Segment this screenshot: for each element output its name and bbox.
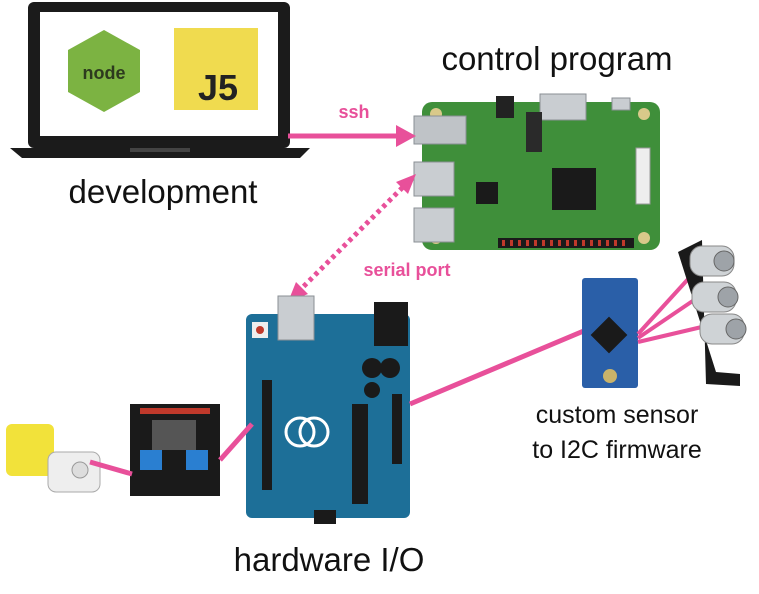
arduino-uno-board (246, 295, 410, 524)
hardware-io-caption: hardware I/O (234, 541, 425, 578)
j5-logo-text: J5 (198, 67, 238, 108)
driver-wire (218, 422, 254, 462)
sensor-caption-line2: to I2C firmware (532, 436, 701, 464)
motor-wire (89, 459, 133, 477)
dc-motor (6, 424, 101, 493)
serial-port-label: serial port (363, 260, 450, 280)
ultrasonic-sensors (678, 240, 747, 386)
control-program-caption: control program (441, 40, 672, 77)
motor-driver-board (130, 404, 220, 496)
gpio-pins (502, 240, 625, 246)
raspberry-pi-board (413, 93, 660, 250)
sensor-caption-line1: custom sensor (536, 401, 699, 429)
i2c-wire (409, 327, 587, 407)
node-logo-text: node (83, 63, 126, 83)
arrow-head-icon (396, 125, 416, 147)
sensor-wire (637, 324, 707, 344)
arrow-head-icon (396, 174, 416, 194)
development-caption: development (69, 173, 258, 210)
node-logo-icon: node (68, 30, 140, 112)
sensor-wire (636, 294, 702, 340)
pro-mini-board (582, 278, 638, 388)
laptop: node J5 (10, 2, 310, 158)
ssh-label: ssh (338, 102, 369, 122)
ssh-connection: ssh (288, 102, 416, 147)
johnny-five-logo-icon: J5 (174, 28, 258, 110)
